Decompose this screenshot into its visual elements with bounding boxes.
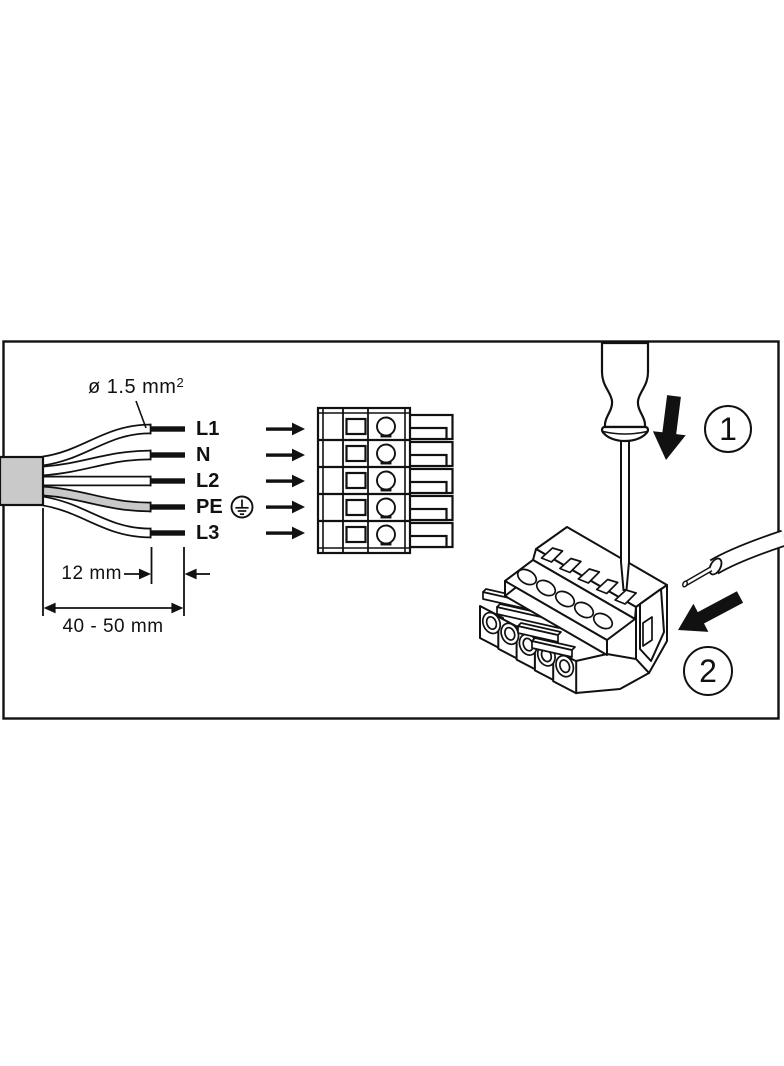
connector-plug bbox=[479, 526, 668, 695]
arrow-out-icon bbox=[678, 591, 744, 632]
screw-release-ports bbox=[516, 568, 614, 630]
gauge-pointer-line bbox=[135, 400, 147, 429]
flow-arrows bbox=[266, 422, 305, 540]
dimension-sheath-removal: 40 - 50 mm bbox=[62, 616, 164, 637]
wire-l3 bbox=[42, 497, 151, 537]
arrow-right-icon bbox=[266, 526, 305, 540]
conductor-label-l2: L2 bbox=[196, 470, 220, 492]
arrow-right-icon bbox=[266, 500, 305, 514]
conductor-label-pe: PE bbox=[196, 496, 223, 518]
terminal-block bbox=[316, 406, 454, 555]
arrow-right-icon bbox=[266, 448, 305, 462]
stripped-cable bbox=[0, 400, 185, 539]
wire-pe bbox=[42, 487, 151, 511]
arrow-down-icon bbox=[652, 395, 686, 460]
protective-earth-icon bbox=[230, 495, 254, 519]
bare-conductor-tips bbox=[151, 426, 185, 536]
wire-l1 bbox=[42, 425, 151, 465]
conductor-label-n: N bbox=[196, 444, 211, 466]
frame-border bbox=[2, 340, 780, 720]
arrow-right-icon bbox=[266, 422, 305, 436]
conductor-label-l1: L1 bbox=[196, 418, 220, 440]
screwdriver bbox=[600, 341, 650, 591]
dimension-lines bbox=[42, 508, 210, 616]
screw-ports bbox=[376, 416, 396, 546]
conductor-label-l3: L3 bbox=[196, 522, 220, 544]
dimension-strip-length: 12 mm bbox=[61, 563, 122, 584]
wire-gauge-label: ø 1.5 mm2 bbox=[88, 375, 184, 398]
clamp-windows bbox=[345, 417, 367, 544]
wire-entry-holes bbox=[540, 547, 637, 605]
wire-n bbox=[42, 451, 151, 475]
cable-sheath bbox=[0, 455, 45, 507]
step-2-badge: 2 bbox=[683, 646, 733, 696]
incoming-wire bbox=[682, 529, 784, 588]
step-1-badge: 1 bbox=[704, 405, 752, 453]
arrow-right-icon bbox=[266, 474, 305, 488]
